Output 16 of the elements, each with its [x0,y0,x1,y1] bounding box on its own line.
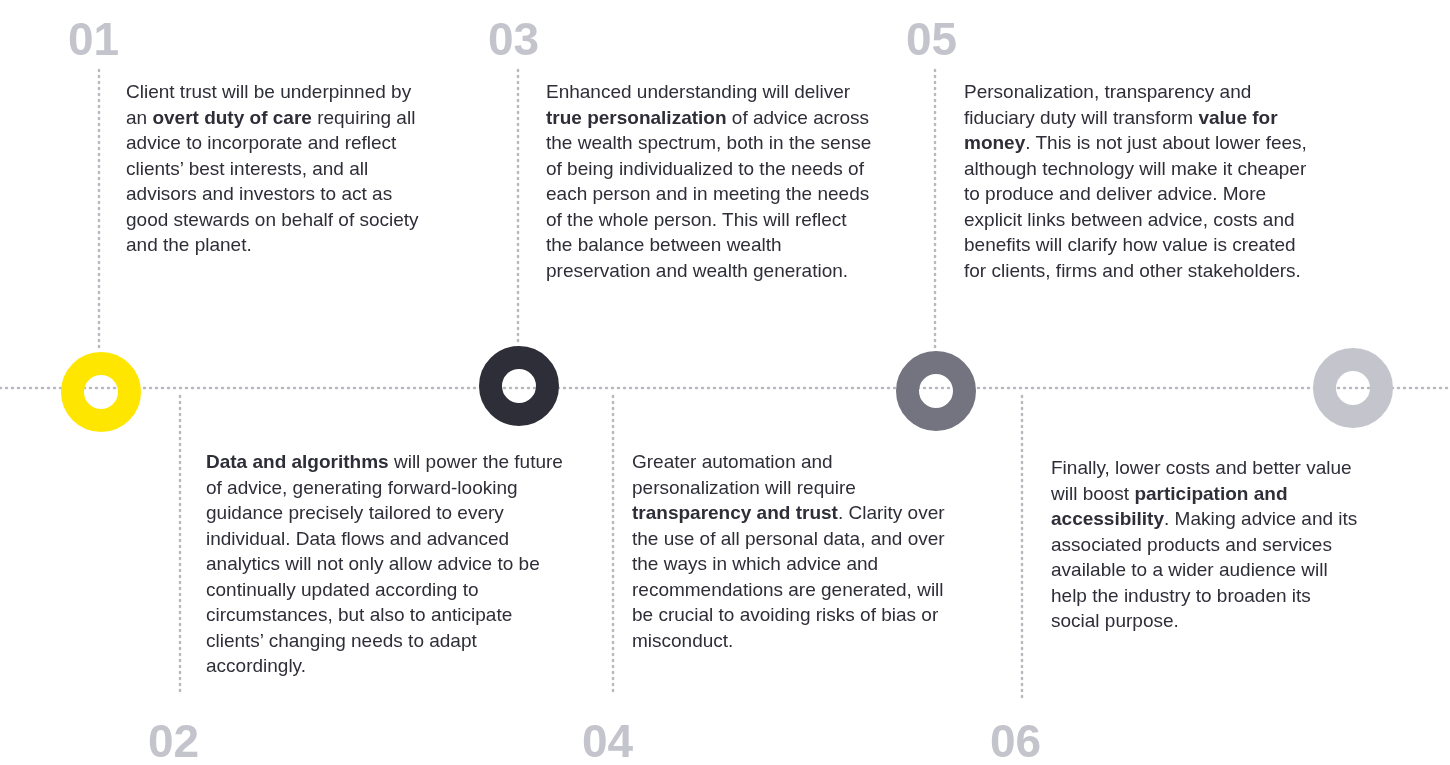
timeline-ring [896,351,976,431]
step-description: Greater automation and personalization will require transparency and trust. Clarity over the use of all personal data, and over the ways in which advice and recommendations are generated, will be crucial to avoiding risks of bias or misconduct. [632,450,946,653]
timeline-ring [1313,348,1393,428]
step-number: 05 [906,16,958,62]
step-description: Client trust will be underpinned by an overt duty of care requiring all advice to incorporate and reflect clients’ best interests, and all advisors and investors to act as good stewards on behalf of society and the planet. [126,80,420,257]
step-description: Data and algorithms will power the future of advice, generating forward-looking guidance precisely tailored to every individual. Data flows and advanced analytics will not only allow advice to be continually updated according to circumstances, but also to anticipate clients’ changing needs to adapt accordingly. [206,450,564,678]
timeline-ring [479,346,559,426]
step-number: 03 [488,16,540,62]
step-number: 01 [68,16,120,62]
timeline-ring [61,352,141,432]
step-description: Enhanced understanding will deliver true personalization of advice across the wealth spectrum, both in the sense of being individualized to the needs of each person and in meeting the needs of the whole person. This will reflect the balance between wealth preservation and wealth generation. [546,80,873,283]
step-description: Personalization, transparency and fiduciary duty will transform value for money. This is not just about lower fees, although technology will make it cheaper to produce and deliver advice. More explicit links between advice, costs and benefits will clarify how value is created for clients, firms and other stakeholders. [964,80,1308,283]
step-description: Finally, lower costs and better value will boost participation and accessibility. Making advice and its associated products and services available to a wider audience will help the industry to broaden its social purpose. [1051,456,1359,633]
step-number: 06 [990,718,1042,764]
step-number: 02 [148,718,200,764]
step-number: 04 [582,718,634,764]
